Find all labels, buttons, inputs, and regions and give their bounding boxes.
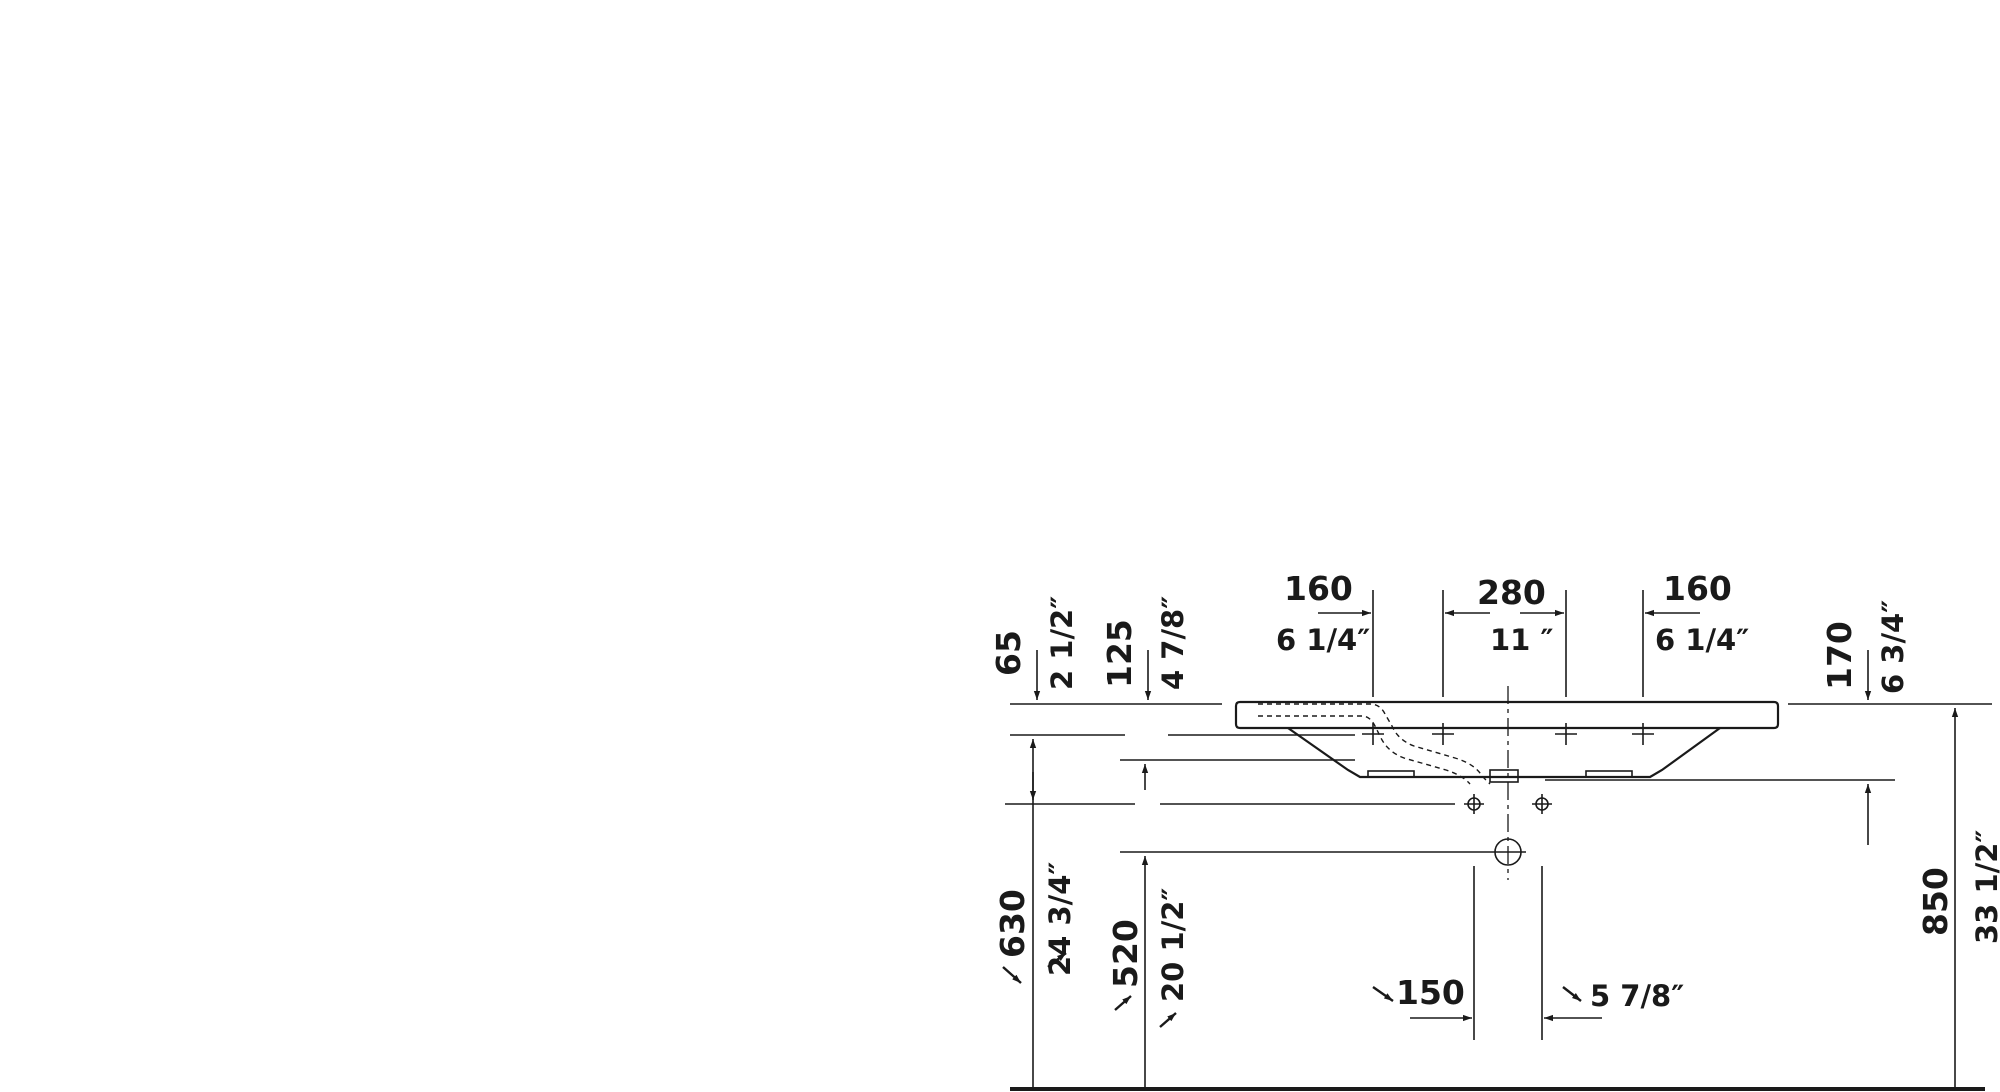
tap-hole-markers <box>1362 723 1654 745</box>
dim-125-inch: 4 7/8″ <box>1156 596 1190 690</box>
dim-65-mm: 65 <box>989 630 1028 676</box>
dim-160-left-mm: 160 <box>1284 569 1353 608</box>
basin-outline <box>1234 700 1780 785</box>
dim-160-left-inch: 6 1/4″ <box>1276 623 1370 657</box>
dim-125-mm: 125 <box>1100 619 1139 688</box>
extension-lines <box>1372 590 1644 1040</box>
pipe-connections <box>1464 794 1552 866</box>
dim-65-inch: 2 1/2″ <box>1045 596 1079 690</box>
reference-lines <box>1005 703 1992 853</box>
dim-150-mm: 150 <box>1396 973 1465 1012</box>
dim-170-mm: 170 <box>1820 621 1859 690</box>
dim-150-inch: 5 7/8″ <box>1590 979 1684 1013</box>
dim-630-mm: 630 <box>993 889 1032 958</box>
dim-160-right-mm: 160 <box>1663 569 1732 608</box>
dim-520-mm: 520 <box>1106 919 1145 988</box>
dim-520-inch: 20 1/2″ <box>1156 888 1190 1002</box>
dim-160-right-inch: 6 1/4″ <box>1655 623 1749 657</box>
dim-280-mm: 280 <box>1477 573 1546 612</box>
dim-850-inch: 33 1/2″ <box>1970 830 2000 944</box>
dim-630-inch: 24 3/4″ <box>1043 862 1077 976</box>
dimension-arrows <box>1002 609 1959 1087</box>
dim-170-inch: 6 3/4″ <box>1876 600 1910 694</box>
dim-280-inch: 11 ″ <box>1490 623 1553 657</box>
dim-850-mm: 850 <box>1916 867 1955 936</box>
